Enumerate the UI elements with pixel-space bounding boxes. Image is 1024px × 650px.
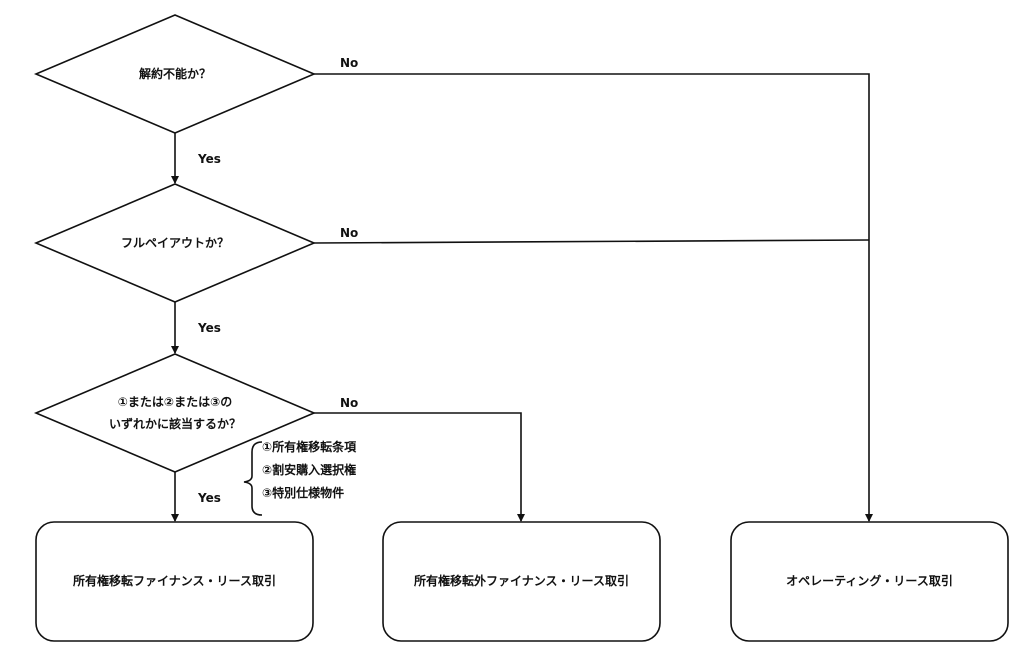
- decision-label-3-line-2: いずれかに該当するか？: [108, 417, 241, 431]
- no-connector-2: [313, 239, 870, 244]
- outcome-box-1: [35, 521, 314, 642]
- edge-label-no-2: No: [340, 226, 359, 240]
- no-connector-3: [314, 412, 525, 522]
- decision-label-2-line-1: フルペイアウトか？: [120, 236, 229, 250]
- condition-3: ③特別仕様物件: [262, 486, 345, 500]
- condition-2: ②割安購入選択権: [262, 463, 357, 477]
- outcome-box-3: [730, 521, 1009, 642]
- decision-label-3-line-1: ①または②または③の: [117, 395, 233, 409]
- condition-1: ①所有権移転条項: [262, 440, 357, 454]
- outcome-label-2: 所有権移転外ファイナンス・リース取引: [414, 574, 629, 588]
- edge-label-no-1: No: [340, 56, 359, 70]
- edge-label-yes-3: Yes: [198, 491, 221, 505]
- decision-label-2: フルペイアウトか？: [96, 232, 254, 254]
- edge-label-no-3: No: [340, 396, 359, 410]
- no-connector-1: [314, 73, 873, 522]
- decision-label-3: ①または②または③の いずれかに該当するか？: [80, 391, 270, 435]
- outcome-box-2: [382, 521, 661, 642]
- edge-label-yes-1: Yes: [198, 152, 221, 166]
- decision-label-1-line-1: 解約不能か？: [138, 67, 211, 81]
- edge-label-yes-2: Yes: [198, 321, 221, 335]
- conditions-bracket: [243, 441, 263, 516]
- decision-label-1: 解約不能か？: [106, 63, 244, 85]
- outcome-label-1: 所有権移転ファイナンス・リース取引: [73, 574, 276, 588]
- outcome-label-3: オペレーティング・リース取引: [786, 574, 953, 588]
